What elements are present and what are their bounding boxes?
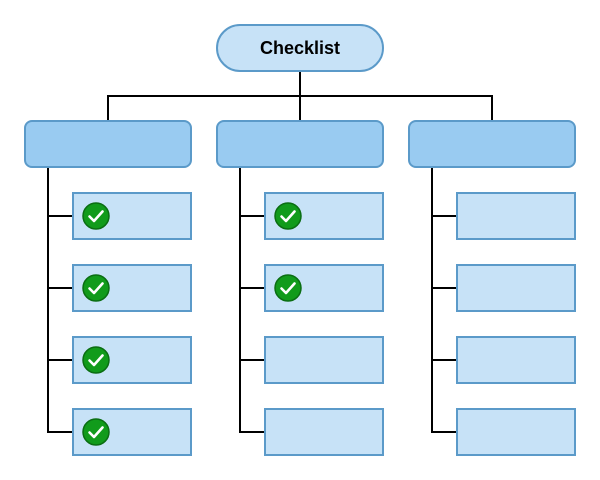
check-circle-icon: [82, 346, 110, 374]
check-circle-icon: [82, 418, 110, 446]
check-circle-icon: [274, 202, 302, 230]
check-circle-icon: [82, 202, 110, 230]
check-circle-icon: [82, 274, 110, 302]
task-box-1-1: [72, 192, 192, 240]
task-box-2-2: [264, 264, 384, 312]
task-box-3-4: [456, 408, 576, 456]
root-node-checklist: Checklist: [216, 24, 384, 72]
task-box-1-3: [72, 336, 192, 384]
task-box-1-2: [72, 264, 192, 312]
root-node-label: Checklist: [259, 37, 341, 58]
column-header-1: [24, 120, 192, 168]
task-box-3-2: [456, 264, 576, 312]
task-box-1-4: [72, 408, 192, 456]
task-box-2-1: [264, 192, 384, 240]
column-header-2: [216, 120, 384, 168]
check-circle-icon: [274, 274, 302, 302]
task-box-3-1: [456, 192, 576, 240]
task-box-2-4: [264, 408, 384, 456]
task-box-2-3: [264, 336, 384, 384]
column-header-3: [408, 120, 576, 168]
task-box-3-3: [456, 336, 576, 384]
